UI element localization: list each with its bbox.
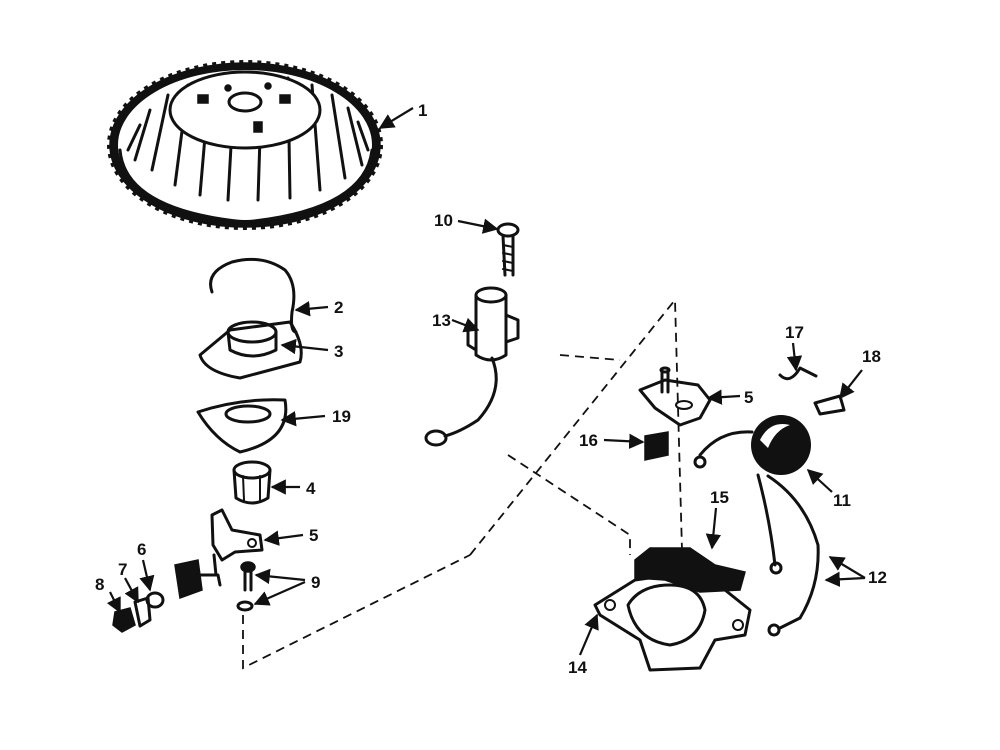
coil-base [593, 547, 752, 672]
label-19: 19 [332, 407, 351, 426]
callout-arrows [106, 107, 866, 656]
breaker-point-hardware [112, 559, 222, 633]
label-3: 3 [334, 342, 343, 361]
condenser [424, 286, 520, 447]
label-16: 16 [579, 431, 598, 450]
washer-plate [196, 398, 288, 454]
bushing [232, 460, 272, 505]
label-11: 11 [833, 491, 851, 510]
label-9: 9 [311, 573, 320, 592]
cam-assembly [198, 320, 303, 380]
label-7: 7 [118, 560, 127, 579]
breaker-arm-left [210, 508, 264, 577]
label-6: 6 [137, 540, 146, 559]
condenser-screw [496, 222, 520, 277]
label-8: 8 [95, 575, 104, 594]
label-14: 14 [568, 658, 587, 677]
coil-leads [756, 473, 820, 637]
ignition-coil [693, 415, 811, 475]
felt-pad [644, 431, 669, 461]
assembly-guides [242, 297, 683, 670]
label-15: 15 [710, 488, 729, 507]
label-1: 1 [418, 101, 427, 120]
label-2: 2 [334, 298, 343, 317]
small-tab [813, 394, 846, 416]
label-5-left: 5 [309, 526, 318, 545]
wire-clip [778, 366, 818, 381]
label-10: 10 [434, 211, 453, 230]
callout-labels: 1 2 3 19 4 5 6 7 8 9 10 13 5 16 17 18 11… [95, 101, 887, 677]
label-18: 18 [862, 347, 881, 366]
stud-plate [638, 366, 712, 427]
label-17: 17 [785, 323, 804, 342]
flywheel [107, 60, 383, 230]
label-5-right: 5 [744, 388, 753, 407]
label-12: 12 [868, 568, 887, 587]
screw-and-washer [236, 561, 256, 612]
label-4: 4 [306, 479, 316, 498]
label-13: 13 [432, 311, 451, 330]
